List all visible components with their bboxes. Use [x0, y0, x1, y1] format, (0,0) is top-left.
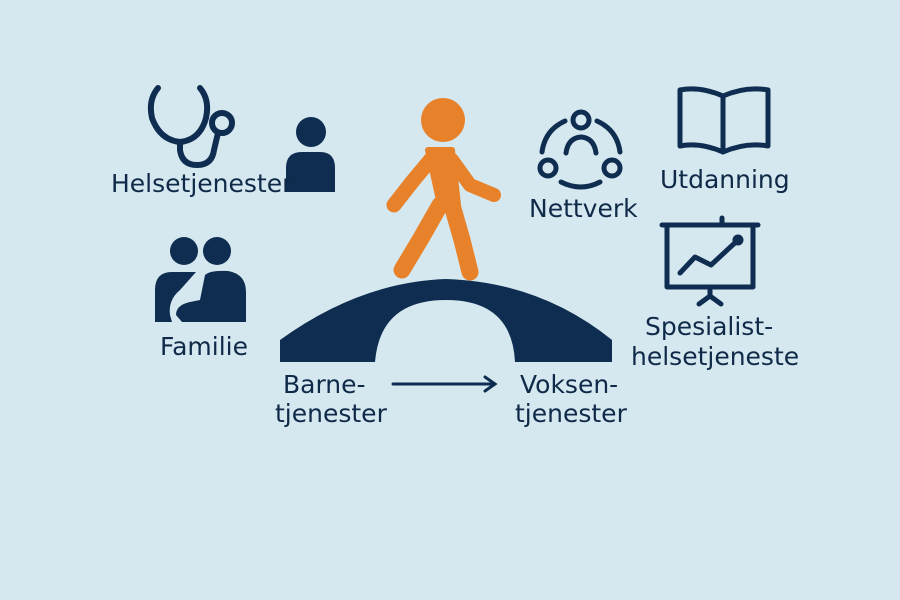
label-child-line2: tjenester — [275, 399, 388, 428]
label-child-line1: Barne- — [283, 370, 366, 399]
label-adult-line2: tjenester — [515, 399, 628, 428]
family-icon — [155, 237, 246, 322]
label-adult-line1: Voksen- — [520, 370, 618, 399]
presentation-chart-icon — [659, 215, 761, 307]
label-network: Nettverk — [529, 194, 638, 223]
bridge-icon — [280, 279, 612, 362]
book-icon — [677, 86, 771, 155]
label-specialist-line2: helsetjeneste — [631, 342, 799, 371]
label-health-services: Helsetjenester — [111, 169, 293, 198]
person-icon — [286, 117, 335, 192]
walking-person-icon — [386, 98, 501, 281]
stethoscope-icon — [147, 85, 235, 169]
label-family: Familie — [160, 332, 248, 361]
network-icon — [537, 109, 623, 190]
label-specialist-line1: Spesialist- — [645, 312, 773, 341]
arrow-right-icon — [391, 375, 498, 393]
label-education: Utdanning — [660, 165, 790, 194]
